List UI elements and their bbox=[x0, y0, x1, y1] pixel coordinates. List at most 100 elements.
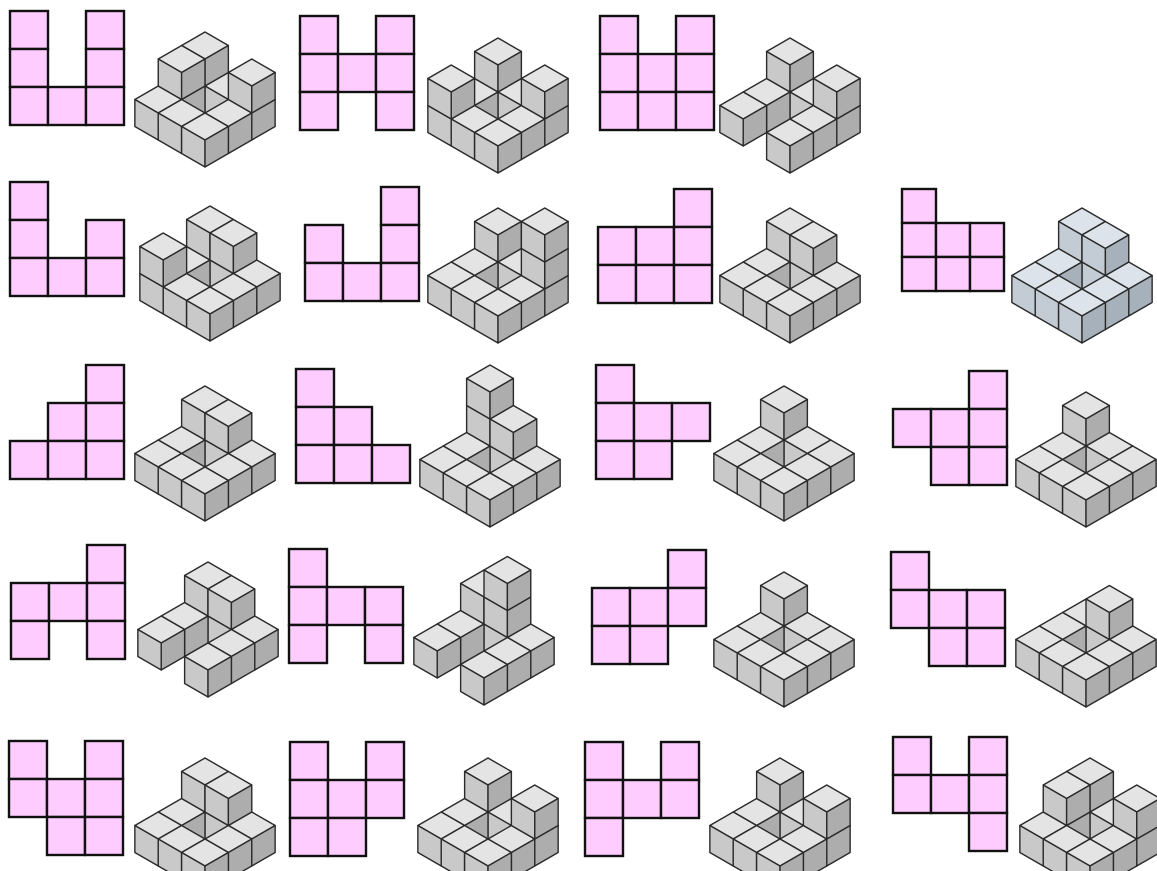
net-cell bbox=[381, 225, 419, 263]
net-cell bbox=[289, 587, 327, 625]
puzzle-r1c2 bbox=[300, 16, 568, 173]
net-cell bbox=[305, 225, 343, 263]
net-cell bbox=[381, 187, 419, 225]
front-view-net bbox=[9, 741, 123, 855]
net-cell bbox=[969, 447, 1007, 485]
net-cell bbox=[86, 220, 124, 258]
net-cell bbox=[634, 403, 672, 441]
net-cell bbox=[10, 87, 48, 125]
net-cell bbox=[893, 737, 931, 775]
cube-structure bbox=[135, 386, 275, 521]
net-cell bbox=[305, 263, 343, 301]
net-cell bbox=[47, 817, 85, 855]
puzzle-r1c3 bbox=[600, 16, 860, 173]
net-cell bbox=[969, 813, 1007, 851]
net-cell bbox=[85, 817, 123, 855]
front-view-net bbox=[585, 742, 699, 856]
net-cell bbox=[674, 265, 712, 303]
net-cell bbox=[289, 625, 327, 663]
net-cell bbox=[598, 265, 636, 303]
front-view-net bbox=[600, 16, 714, 130]
front-view-net bbox=[11, 545, 125, 659]
cube-structure bbox=[135, 32, 275, 167]
net-cell bbox=[891, 552, 929, 590]
puzzle-r4c4 bbox=[891, 552, 1156, 707]
net-cell bbox=[366, 742, 404, 780]
net-cell bbox=[86, 258, 124, 296]
front-view-net bbox=[902, 189, 1004, 291]
net-cell bbox=[327, 587, 365, 625]
net-cell bbox=[10, 182, 48, 220]
net-cell bbox=[48, 403, 86, 441]
net-cell bbox=[47, 779, 85, 817]
net-cell bbox=[674, 189, 712, 227]
net-cell bbox=[638, 54, 676, 92]
net-cell bbox=[300, 54, 338, 92]
net-cell bbox=[676, 16, 714, 54]
net-cell bbox=[936, 223, 970, 257]
net-cell bbox=[676, 92, 714, 130]
cube-structure bbox=[135, 758, 275, 871]
net-cell bbox=[596, 403, 634, 441]
puzzle-r2c2 bbox=[305, 187, 568, 343]
net-cell bbox=[86, 365, 124, 403]
net-cell bbox=[48, 258, 86, 296]
net-cell bbox=[668, 550, 706, 588]
net-cell bbox=[596, 365, 634, 403]
front-view-net bbox=[893, 737, 1007, 851]
net-cell bbox=[9, 741, 47, 779]
net-cell bbox=[49, 583, 87, 621]
front-view-net bbox=[10, 182, 124, 296]
net-cell bbox=[86, 49, 124, 87]
net-cell bbox=[600, 54, 638, 92]
net-cell bbox=[630, 626, 668, 664]
net-cell bbox=[10, 220, 48, 258]
net-cell bbox=[376, 16, 414, 54]
puzzle-r5c3 bbox=[585, 742, 850, 871]
net-cell bbox=[636, 265, 674, 303]
net-cell bbox=[290, 742, 328, 780]
net-cell bbox=[381, 263, 419, 301]
puzzle-r3c2 bbox=[296, 365, 560, 527]
net-cell bbox=[676, 54, 714, 92]
net-cell bbox=[296, 445, 334, 483]
net-cell bbox=[672, 403, 710, 441]
net-cell bbox=[87, 621, 125, 659]
net-cell bbox=[585, 780, 623, 818]
net-cell bbox=[969, 775, 1007, 813]
cube-structure bbox=[714, 386, 854, 521]
net-cell bbox=[290, 818, 328, 856]
net-cell bbox=[902, 257, 936, 291]
net-cell bbox=[893, 409, 931, 447]
puzzle-r2c4 bbox=[902, 189, 1152, 343]
net-cell bbox=[86, 403, 124, 441]
net-cell bbox=[970, 223, 1004, 257]
cube-structure bbox=[720, 208, 860, 343]
net-cell bbox=[636, 227, 674, 265]
net-cell bbox=[338, 54, 376, 92]
net-cell bbox=[296, 369, 334, 407]
puzzle-r2c3 bbox=[598, 189, 860, 343]
net-cell bbox=[969, 409, 1007, 447]
net-cell bbox=[48, 441, 86, 479]
net-cell bbox=[296, 407, 334, 445]
net-cell bbox=[10, 11, 48, 49]
net-cell bbox=[902, 223, 936, 257]
net-cell bbox=[585, 818, 623, 856]
cube-structure bbox=[138, 562, 278, 697]
net-cell bbox=[334, 445, 372, 483]
net-cell bbox=[85, 779, 123, 817]
cube-structure bbox=[710, 758, 850, 871]
front-view-net bbox=[891, 552, 1005, 666]
net-cell bbox=[372, 445, 410, 483]
cube-structure bbox=[1020, 758, 1157, 871]
net-cell bbox=[661, 742, 699, 780]
net-cell bbox=[86, 87, 124, 125]
net-cell bbox=[969, 737, 1007, 775]
net-cell bbox=[592, 626, 630, 664]
net-cell bbox=[936, 257, 970, 291]
puzzle-r4c1 bbox=[11, 545, 278, 697]
puzzle-r3c3 bbox=[596, 365, 854, 521]
net-cell bbox=[48, 87, 86, 125]
